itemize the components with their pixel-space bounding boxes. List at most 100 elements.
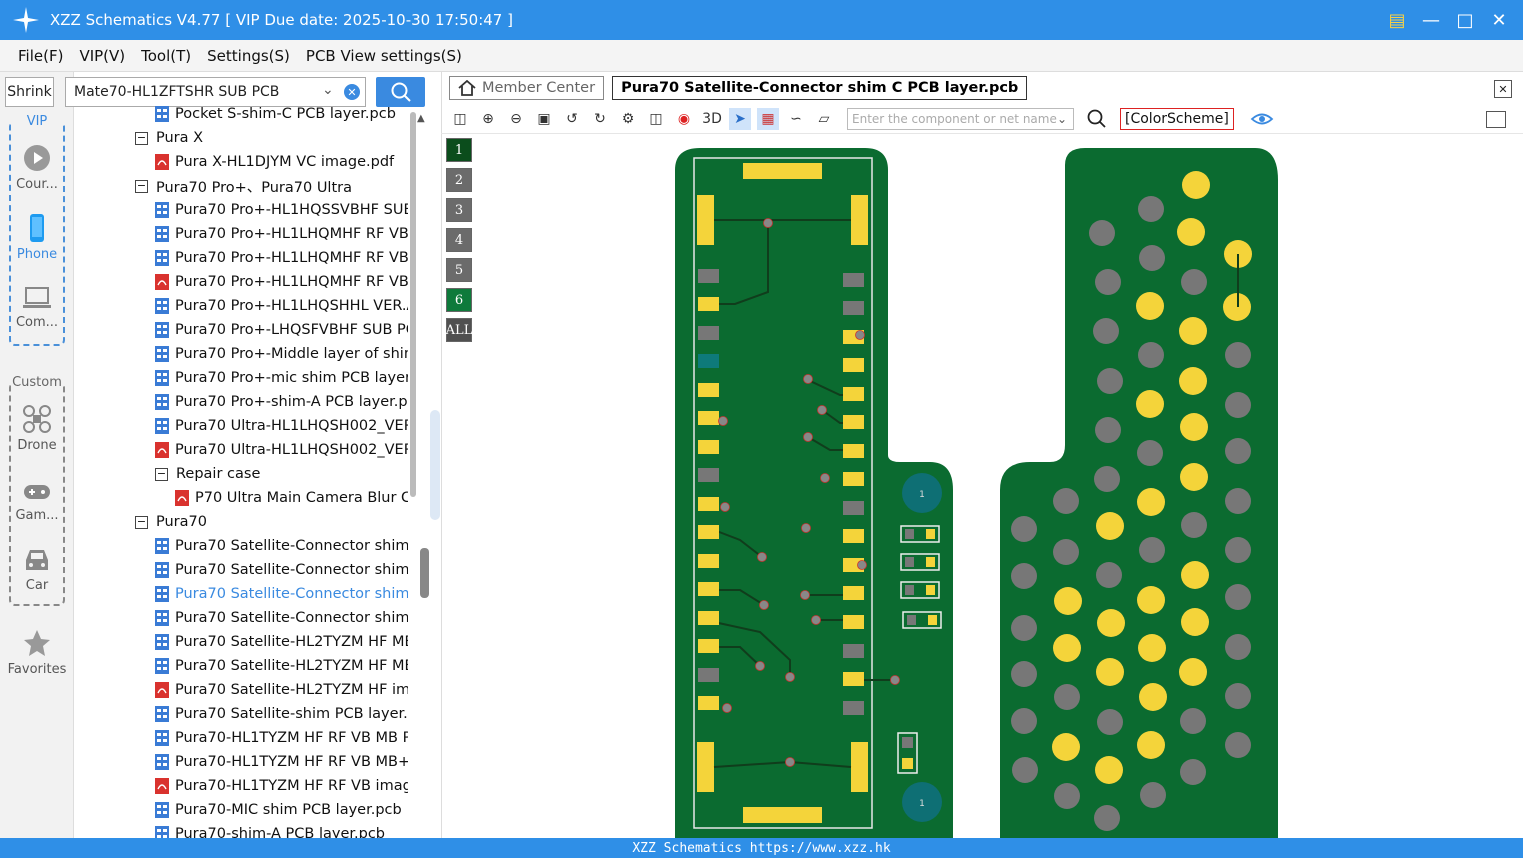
menu-vip[interactable]: VIP(V) <box>79 46 126 65</box>
tree-file[interactable]: Pura70 Pro+-HL1LHQSHHL VER.A S <box>155 294 408 318</box>
tree-scrollbar[interactable] <box>408 110 418 838</box>
collapse-icon[interactable]: − <box>135 130 148 145</box>
tree-folder[interactable]: −Pura X <box>135 126 203 150</box>
layer-6-button[interactable]: 6 <box>446 288 472 312</box>
rotate-left-icon[interactable]: ↺ <box>566 110 578 127</box>
tree-file[interactable]: Pura70 Pro+-HL1HQSSVBHF SUB P <box>155 198 408 222</box>
tree-file[interactable]: Pura70 Pro+-shim-A PCB layer.pcb <box>155 390 408 414</box>
panel-splitter[interactable] <box>430 410 440 520</box>
nav-course[interactable]: Cour... <box>0 143 74 192</box>
side-panel-toggle-icon[interactable] <box>1486 111 1506 128</box>
tree-file[interactable]: Pura70-HL1TYZM HF RF VB MB+SU <box>155 750 408 774</box>
tree-file[interactable]: Pura70 Ultra-HL1LHQSH002_VER.B <box>155 438 408 462</box>
search-input[interactable]: Mate70-HL1ZFTSHR SUB PCB ⌄ ✕ <box>65 77 366 107</box>
menu-file[interactable]: File(F) <box>18 46 64 65</box>
dropdown-chevron-icon[interactable]: ⌄ <box>322 82 334 98</box>
vip-badge-icon[interactable]: ▤ <box>1388 9 1406 31</box>
pad <box>843 301 864 315</box>
close-tab-icon[interactable]: ✕ <box>1494 80 1512 98</box>
pcb-drawing[interactable]: 11 <box>478 134 1518 838</box>
tree-file[interactable]: Pura70 Satellite-Connector shim A <box>155 534 408 558</box>
mirror-icon[interactable]: ◫ <box>649 110 663 127</box>
paint-icon[interactable]: ⚙ <box>621 110 635 127</box>
nav-phone[interactable]: Phone <box>0 213 74 262</box>
tree-scroll-up-icon[interactable]: ▲ <box>417 113 425 124</box>
close-button[interactable]: ✕ <box>1491 9 1507 31</box>
eye-icon[interactable] <box>1250 110 1274 128</box>
tree-file[interactable]: Pura70 Satellite-shim PCB layer.pcl <box>155 702 408 726</box>
collapse-icon[interactable]: − <box>135 514 148 529</box>
highlight-net-icon[interactable]: ➤ <box>729 107 751 130</box>
clear-search-icon[interactable]: ✕ <box>344 84 360 100</box>
tree-file[interactable]: Pura70 Pro+-mic shim PCB layer.p <box>155 366 408 390</box>
ball-pad <box>1180 463 1208 491</box>
tree-file[interactable]: Pura70 Satellite-HL2TYZM HF imag <box>155 678 408 702</box>
tree-file[interactable]: Pura70 Satellite-Connector shim D <box>155 606 408 630</box>
nav-computer[interactable]: Com... <box>0 285 74 330</box>
search-button[interactable] <box>376 77 425 107</box>
nav-car[interactable]: Car <box>0 546 74 593</box>
measure-icon[interactable]: ∽ <box>790 110 802 127</box>
layer-5-button[interactable]: 5 <box>446 258 472 282</box>
flip-board-icon[interactable]: ◉ <box>677 110 691 127</box>
nav-favorites[interactable]: Favorites <box>0 628 74 677</box>
tree-file[interactable]: Pura70 Satellite-Connector shim B <box>155 558 408 582</box>
nav-game[interactable]: Gam... <box>0 480 74 523</box>
tree-file[interactable]: Pura70 Pro+-Middle layer of shim <box>155 342 408 366</box>
zoom-out-icon[interactable]: ⊖ <box>510 110 522 127</box>
tab-member-center[interactable]: Member Center <box>449 76 605 100</box>
layer-2-button[interactable]: 2 <box>446 168 472 192</box>
rotate-right-icon[interactable]: ↻ <box>594 110 606 127</box>
layer-1-button[interactable]: 1 <box>446 138 472 162</box>
layer-all-button[interactable]: ALL <box>446 318 472 342</box>
net-color-icon[interactable]: ▦ <box>757 107 779 130</box>
component-search-input[interactable]: Enter the component or net name ⌄ <box>847 107 1074 130</box>
component-search-icon[interactable] <box>1086 108 1108 130</box>
tree-folder[interactable]: −Pura70 Pro+、Pura70 Ultra <box>135 174 352 198</box>
maximize-button[interactable]: □ <box>1456 9 1474 31</box>
tab-active-pcb[interactable]: Pura70 Satellite-Connector shim C PCB la… <box>612 76 1028 100</box>
tree-file[interactable]: Pura70 Satellite-Connector shim C <box>155 582 408 606</box>
tree-file[interactable]: P70 Ultra Main Camera Blur Cas <box>175 486 408 510</box>
menu-tool[interactable]: Tool(T) <box>141 46 192 65</box>
tree-file[interactable]: Pura70-HL1TYZM HF RF VB MB PC <box>155 726 408 750</box>
fit-view-icon[interactable]: ▣ <box>537 110 551 127</box>
component-dropdown-icon[interactable]: ⌄ <box>1056 111 1067 126</box>
tree-file[interactable]: Pocket S-shim-C PCB layer.pcb <box>155 104 396 126</box>
ball-pad <box>1225 438 1251 464</box>
nav-drone[interactable]: Drone <box>0 404 74 453</box>
tree-file[interactable]: Pura70 Satellite-HL2TYZM HF MB I <box>155 630 408 654</box>
layer-4-button[interactable]: 4 <box>446 228 472 252</box>
shrink-button[interactable]: Shrink <box>5 77 54 107</box>
collapse-icon[interactable]: − <box>135 178 148 193</box>
collapse-icon[interactable]: − <box>155 466 168 481</box>
tree-file[interactable]: Pura X-HL1DJYM VC image.pdf <box>155 150 394 174</box>
tree-file[interactable]: Pura70 Pro+-HL1LHQMHF RF VB M <box>155 222 408 246</box>
tree-scrollbar-track[interactable] <box>410 112 416 497</box>
tree-folder[interactable]: −Pura70 <box>135 510 207 534</box>
3d-button[interactable]: 3D <box>702 110 722 127</box>
layer-3-button[interactable]: 3 <box>446 198 472 222</box>
tree-file[interactable]: Pura70 Pro+-HL1LHQMHF RF VB M <box>155 246 408 270</box>
tree-scrollbar-thumb[interactable] <box>420 548 429 598</box>
ball-pad <box>1094 805 1120 831</box>
zoom-in-icon[interactable]: ⊕ <box>482 110 494 127</box>
mouse-mode-icon[interactable]: ▱ <box>818 110 830 127</box>
split-view-icon[interactable]: ◫ <box>453 110 467 127</box>
colorscheme-button[interactable]: [ColorScheme] <box>1120 107 1234 130</box>
ball-pad <box>1225 392 1251 418</box>
tree-folder[interactable]: −Repair case <box>155 462 260 486</box>
minimize-button[interactable]: — <box>1422 9 1440 31</box>
menu-settings[interactable]: Settings(S) <box>207 46 290 65</box>
tree-file[interactable]: Pura70-HL1TYZM HF RF VB image. <box>155 774 408 798</box>
tree-file[interactable]: Pura70-MIC shim PCB layer.pcb <box>155 798 402 822</box>
menu-pcb-view-settings[interactable]: PCB View settings(S) <box>305 46 462 65</box>
tree-file[interactable]: Pura70 Satellite-HL2TYZM HF MB+ <box>155 654 408 678</box>
pad <box>851 742 868 792</box>
tree-file[interactable]: Pura70 Pro+-HL1LHQMHF RF VB ir <box>155 270 408 294</box>
tree-file[interactable]: Pura70-shim-A PCB layer.pcb <box>155 822 385 838</box>
tree-file[interactable]: Pura70 Pro+-LHQSFVBHF SUB PCB <box>155 318 408 342</box>
tree-file[interactable]: Pura70 Ultra-HL1LHQSH002_VER.B <box>155 414 408 438</box>
